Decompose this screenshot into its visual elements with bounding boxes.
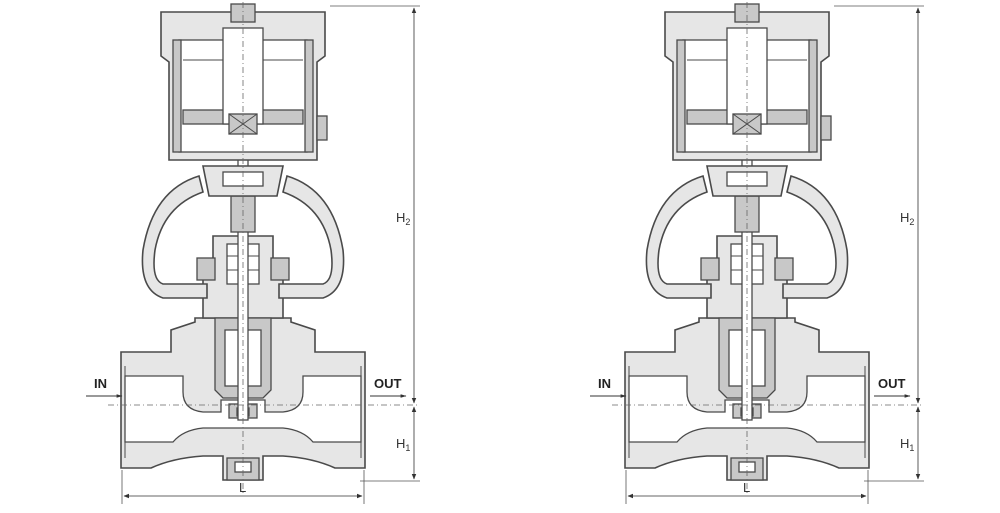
left-h2-sub: 2: [405, 217, 410, 227]
left-h1-dim: H: [396, 436, 405, 451]
right-inlet-label: IN: [598, 376, 611, 391]
left-length-dim: L: [239, 480, 246, 495]
right-length-dim: L: [743, 480, 750, 495]
left-outlet-label: OUT: [374, 376, 402, 391]
left-h2-dim: H: [396, 210, 405, 225]
left-h1-sub: 1: [405, 443, 410, 453]
svg-text:H2: H2: [396, 210, 410, 227]
right-outlet-label: OUT: [878, 376, 906, 391]
svg-text:H1: H1: [900, 436, 914, 453]
right-h1-dim: H: [900, 436, 909, 451]
svg-text:H1: H1: [396, 436, 410, 453]
left-valve-view: IN OUT L H2 H1: [86, 2, 420, 504]
right-h2-sub: 2: [909, 217, 914, 227]
right-h2-dim: H: [900, 210, 909, 225]
right-h1-sub: 1: [909, 443, 914, 453]
left-inlet-label: IN: [94, 376, 107, 391]
right-valve-view: IN OUT L H2 H1: [590, 2, 924, 504]
svg-text:H2: H2: [900, 210, 914, 227]
